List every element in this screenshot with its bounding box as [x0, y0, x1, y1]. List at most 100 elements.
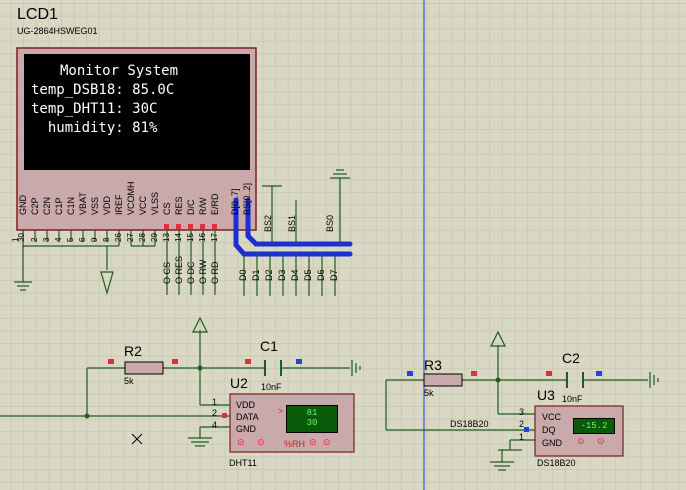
lcd-pin-number: 28: [138, 233, 147, 242]
lcd-pin-number: 26: [114, 233, 123, 242]
dht-temperature: 30: [306, 418, 318, 428]
ctrl-net-label: O CS: [162, 261, 172, 284]
lcd-pin-label: VCC: [138, 195, 148, 215]
bus-taps: [243, 169, 350, 296]
ctrl-net-label: O RW: [198, 259, 208, 284]
u2-pin-num-4: 4: [212, 420, 218, 430]
lcd-pin-number: 9: [90, 237, 99, 242]
lcd-line-3: temp_DHT11: 30C: [31, 101, 158, 117]
lcd-pin-number: 16: [198, 233, 207, 242]
lcd-pin-label: VLSS: [150, 191, 160, 215]
lcd-pin-label: GND: [18, 195, 28, 215]
lcd-pin-number: 14: [174, 233, 183, 242]
u3-pin-num-2: 2: [519, 419, 525, 429]
r3-resistor: [423, 373, 463, 387]
r2-ref: R2: [124, 343, 142, 359]
lcd-pin-number: 13: [162, 233, 171, 242]
lcd-pin-label: CS: [162, 202, 172, 215]
data-net-label: D2: [264, 269, 274, 281]
lcd-pin-label: E/RD: [210, 193, 220, 215]
lcd-pin-number: 17: [210, 233, 219, 242]
u2-pin-data: DATA: [236, 412, 259, 422]
r2-resistor: [124, 361, 164, 375]
lcd-pin-label: C1N: [66, 196, 76, 215]
u2-arrow: >: [278, 406, 284, 416]
data-net-label: D7: [329, 269, 339, 281]
lcd-pin-number: 5: [66, 237, 75, 242]
ds-display: -15.2: [573, 418, 615, 434]
r3-ref: R3: [424, 357, 442, 373]
lcd-pin-label: C1P: [54, 197, 64, 215]
lcd-pins: [14, 230, 216, 295]
u2-unit: %RH: [284, 439, 306, 449]
lcd-pin-label: VCOMH: [126, 181, 136, 216]
lcd-pin-label: R/W: [198, 197, 208, 216]
ds-net-label: DS18B20: [450, 419, 489, 429]
lcd-pin-number: 30: [17, 233, 26, 242]
ctrl-net-label: O RD: [210, 261, 220, 285]
ctrl-net-label: O DC: [186, 261, 196, 285]
lcd-screen: [24, 54, 250, 170]
u2-pin-num-1: 1: [212, 397, 218, 407]
u3-pin-gnd: GND: [542, 438, 562, 448]
dht-display: 81 30: [286, 405, 338, 433]
u3-btn-2[interactable]: ⊙: [597, 436, 605, 446]
bus-bs-label: BS2: [263, 214, 273, 232]
data-net-label: D3: [277, 269, 287, 281]
bus-bs-label: BS0: [325, 214, 335, 232]
bus-bs-label: BS1: [287, 214, 297, 232]
dht-wires: [0, 330, 361, 447]
c1-ref: C1: [260, 338, 278, 354]
data-net-label: D5: [303, 269, 313, 281]
lcd-part: UG-2864HSWEG01: [17, 26, 98, 36]
data-bus: [233, 197, 353, 257]
lcd-pin-number: 4: [54, 237, 63, 242]
lcd-line-2: temp_DSB18: 85.0C: [31, 82, 175, 98]
u2-pin-gnd: GND: [236, 424, 256, 434]
u3-part: DS18B20: [537, 458, 576, 468]
lcd-pin-number: 15: [186, 233, 195, 242]
lcd-pin-number: 3: [42, 237, 51, 242]
u3-pin-vcc: VCC: [542, 412, 562, 422]
cross-marker: [131, 433, 143, 445]
u2-ref: U2: [230, 375, 248, 391]
u2-part: DHT11: [229, 458, 257, 468]
u3-pin-num-1: 1: [519, 432, 525, 442]
lcd-pin-label: D/C: [186, 199, 196, 216]
pin-markers: [164, 224, 217, 229]
lcd-pin-label: C2P: [30, 197, 40, 215]
lcd-pin-number: 2: [30, 237, 39, 242]
ctrl-net-label: O RES: [174, 255, 184, 284]
u3-btn-1[interactable]: ⊙: [577, 436, 585, 446]
lcd-pin-label: RES: [174, 196, 184, 215]
r3-value: 5k: [424, 388, 434, 398]
lcd-pin-label: IREF: [114, 194, 124, 215]
r2-value: 5k: [124, 376, 134, 386]
c2-ref: C2: [562, 350, 580, 366]
lcd-pin-number: 6: [78, 237, 87, 242]
u2-btn-4[interactable]: ⊙: [323, 437, 331, 447]
u2-btn-3[interactable]: ⊙: [309, 437, 317, 447]
u3-ref: U3: [537, 387, 555, 403]
lcd-pin-label: C2N: [42, 196, 52, 215]
lcd-pin-label: BS[0..2]: [242, 182, 252, 215]
lcd-line-4: humidity: 81%: [31, 120, 158, 136]
lcd-pin-number: 29: [150, 233, 159, 242]
data-net-label: D1: [251, 269, 261, 281]
lcd-pin-number: 8: [102, 237, 111, 242]
lcd-line-1: Monitor System: [60, 63, 179, 79]
lcd-pin-label: VSS: [90, 196, 100, 215]
lcd-pin-label: VBAT: [78, 192, 88, 215]
c2-value: 10nF: [562, 394, 583, 404]
u2-btn-2[interactable]: ⊙: [257, 437, 265, 447]
c1-value: 10nF: [261, 382, 282, 392]
dht-humidity: 81: [306, 408, 318, 418]
lcd-pin-label: D[0..7]: [230, 188, 240, 215]
lcd-pin-label: VDD: [102, 195, 112, 215]
u2-btn-1[interactable]: ⊙: [237, 437, 245, 447]
u2-pin-vdd: VDD: [236, 400, 256, 410]
lcd-pin-number: 27: [126, 233, 135, 242]
u3-pin-num-3: 3: [519, 407, 525, 417]
